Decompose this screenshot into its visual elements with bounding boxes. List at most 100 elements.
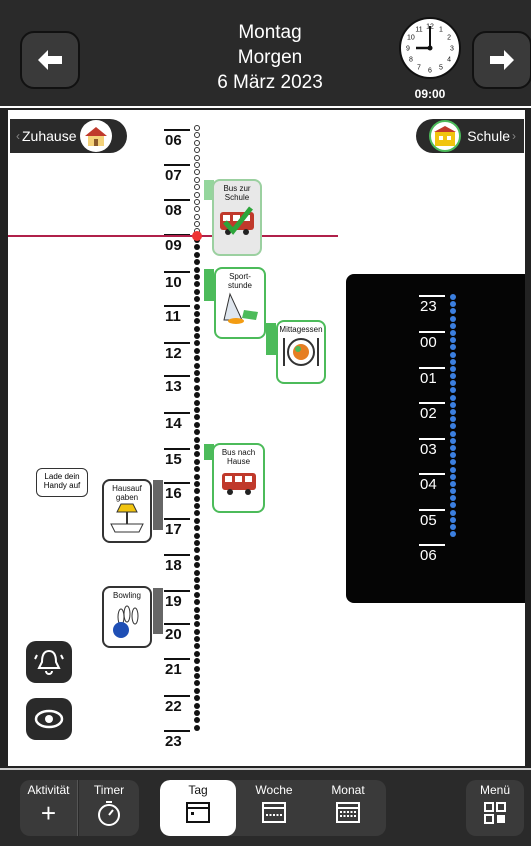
current-time-marker [192, 231, 202, 241]
menu-button[interactable]: Menü [466, 780, 524, 836]
time-dot [194, 599, 200, 606]
hour-label: 11 [164, 305, 195, 325]
view-toggle-button[interactable] [26, 698, 72, 740]
time-dot [450, 444, 456, 451]
add-activity-button[interactable]: Aktivität + [20, 780, 78, 836]
time-dot [450, 394, 456, 401]
event-homework-card[interactable]: Hausauf gaben [102, 479, 152, 543]
tab-day[interactable]: Tag [160, 780, 236, 836]
eye-icon [34, 709, 64, 729]
time-dot [194, 680, 200, 687]
time-dot [194, 296, 200, 303]
time-dot [194, 281, 200, 288]
time-dot [194, 377, 200, 384]
time-dot [450, 315, 456, 322]
event-bus-home-label: Bus nach Hause [221, 448, 256, 466]
plus-icon: + [40, 798, 57, 828]
time-dot [194, 392, 200, 399]
event-tab [204, 269, 214, 301]
time-dot [450, 473, 456, 480]
event-bus-home-card[interactable]: Bus nach Hause [212, 443, 265, 513]
event-sport-card[interactable]: Sport-stunde [214, 267, 266, 339]
time-dot [194, 613, 200, 620]
time-dot [450, 373, 456, 380]
event-bowling-label: Bowling [112, 591, 141, 600]
hour-label: 13 [164, 375, 195, 395]
time-dot [450, 380, 456, 387]
time-dot [194, 591, 200, 598]
time-dot [194, 169, 200, 176]
time-dot [194, 495, 200, 502]
night-hour-label: 05 [419, 509, 450, 529]
place-school-chip[interactable]: Schule › [416, 119, 524, 153]
time-dot [450, 480, 456, 487]
event-bus-school-card[interactable]: Bus zur Schule [212, 179, 262, 256]
alarm-button[interactable] [26, 641, 72, 683]
day-timeline[interactable]: ‹ Zuhause Schule › 06 07 08 09 10 11 12 … [8, 110, 525, 766]
time-dot [194, 443, 200, 450]
place-home-chip[interactable]: ‹ Zuhause [10, 119, 127, 153]
clock-icon: 121234567891011 [399, 17, 461, 79]
time-dot [194, 184, 200, 191]
time-dot [194, 458, 200, 465]
tab-week[interactable]: Woche [236, 780, 312, 836]
time-dot [194, 340, 200, 347]
weekday-label: Montag [238, 22, 302, 43]
time-dot [194, 333, 200, 340]
time-dot [194, 259, 200, 266]
hour-label: 06 [164, 129, 195, 149]
hour-label: 16 [164, 482, 195, 502]
time-dot [194, 540, 200, 547]
time-dot [194, 650, 200, 657]
bowling-icon [113, 605, 139, 638]
time-dot [194, 554, 200, 561]
event-lunch-card[interactable]: Mittagessen [276, 320, 326, 384]
time-dot [194, 303, 200, 310]
time-dot [450, 329, 456, 336]
time-dot [450, 387, 456, 394]
time-dot [194, 576, 200, 583]
time-dot [194, 687, 200, 694]
time-dot [194, 221, 200, 228]
activity-label: Aktivität [27, 783, 70, 797]
hour-label: 07 [164, 164, 195, 184]
time-dot [450, 430, 456, 437]
clock-number: 2 [447, 35, 451, 42]
previous-day-button[interactable] [20, 31, 80, 89]
calendar-day-icon [186, 802, 210, 823]
night-hour-label: 06 [419, 544, 450, 564]
hour-label: 21 [164, 658, 195, 678]
next-day-button[interactable] [472, 31, 531, 89]
time-dot [450, 301, 456, 308]
time-dot [194, 517, 200, 524]
tab-month[interactable]: Monat [310, 780, 386, 836]
tab-week-label: Woche [255, 783, 293, 797]
time-dot [450, 459, 456, 466]
time-dot [450, 495, 456, 502]
timer-label: Timer [93, 783, 125, 797]
time-dot [450, 401, 456, 408]
time-dot [194, 628, 200, 635]
time-dot [194, 702, 200, 709]
analog-clock: 121234567891011 09:00 [396, 16, 464, 101]
view-mode-selector: Tag Woche Monat [160, 780, 386, 836]
event-bus-school-label: Bus zur Schule [223, 184, 251, 202]
time-dot [194, 665, 200, 672]
time-dot [450, 322, 456, 329]
remaining-time-track [194, 237, 202, 732]
timer-button[interactable]: Timer [79, 780, 139, 836]
clock-number: 3 [450, 46, 454, 53]
event-bowling-card[interactable]: Bowling [102, 586, 152, 648]
time-dot [194, 191, 200, 198]
hour-label: 17 [164, 518, 195, 538]
time-dot [194, 370, 200, 377]
time-dot [450, 337, 456, 344]
time-dot [194, 466, 200, 473]
calendar-month-icon [336, 802, 360, 823]
chevron-right-icon: › [512, 129, 516, 143]
time-dot [194, 406, 200, 413]
homework-lamp-icon [110, 503, 144, 533]
hour-label: 10 [164, 271, 195, 291]
clock-number: 4 [447, 57, 451, 64]
reminder-note[interactable]: Lade dein Handy auf [36, 468, 88, 497]
